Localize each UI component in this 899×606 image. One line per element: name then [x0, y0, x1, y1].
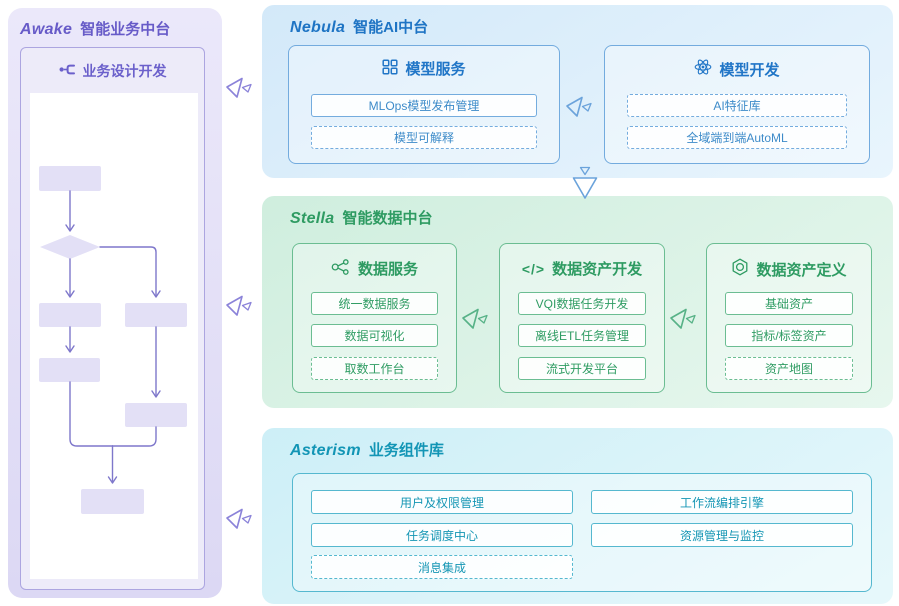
- model-development-title: 模型开发: [719, 61, 780, 79]
- data-asset-def-title: 数据资产定义: [756, 261, 847, 279]
- share-nodes-icon: [331, 258, 351, 279]
- arrow-assetdef-to-assetdev-icon: [670, 308, 696, 329]
- data-asset-dev-title: 数据资产开发: [552, 261, 643, 278]
- arrow-nebula-to-stella-icon: [572, 166, 598, 199]
- flow-right-step-1: [125, 303, 187, 327]
- chip-stream-dev-platform[interactable]: 流式开发平台: [518, 357, 646, 380]
- model-service-title: 模型服务: [405, 61, 466, 78]
- chip-unified-data-service[interactable]: 统一数据服务: [311, 292, 438, 315]
- awake-panel-title: Awake 智能业务中台: [20, 18, 170, 39]
- workflow-icon: [59, 62, 76, 80]
- card-data-asset-development: </> 数据资产开发 VQI数据任务开发 离线ETL任务管理 流式开发平台: [499, 243, 665, 393]
- chip-basic-assets[interactable]: 基础资产: [725, 292, 853, 315]
- chip-resource-mgmt-monitoring[interactable]: 资源管理与监控: [591, 523, 853, 547]
- chip-offline-etl-task-mgmt[interactable]: 离线ETL任务管理: [518, 324, 646, 347]
- arrow-nebula-to-awake-icon: [226, 77, 252, 98]
- model-development-header: 模型开发: [605, 58, 869, 80]
- business-design-header: 业务设计开发: [21, 48, 204, 93]
- flow-left-step-2: [39, 358, 100, 382]
- asterism-title-text: 业务组件库: [368, 442, 444, 459]
- flow-left-step-1: [39, 303, 101, 327]
- chip-data-fetch-workbench[interactable]: 取数工作台: [311, 357, 438, 380]
- flow-right-step-2: [125, 403, 187, 427]
- stella-panel-title: Stella 智能数据中台: [290, 207, 433, 228]
- panel-nebula: Nebula 智能AI中台 模型服务 MLOps模型发布管: [262, 5, 893, 178]
- nebula-title-text: 智能AI中台: [353, 19, 429, 36]
- chip-message-integration[interactable]: 消息集成: [311, 555, 573, 579]
- chip-mlops-model-release[interactable]: MLOps模型发布管理: [311, 94, 537, 117]
- chip-data-visualization[interactable]: 数据可视化: [311, 324, 438, 347]
- flowchart-svg: [39, 166, 187, 514]
- stella-title-text: 智能数据中台: [342, 210, 433, 227]
- chip-e2e-automl[interactable]: 全域端到端AutoML: [627, 126, 847, 149]
- hexagon-target-icon: [731, 258, 749, 280]
- flow-start-step: [39, 166, 101, 191]
- arrow-assetdev-to-dataservice-icon: [462, 308, 488, 329]
- code-icon: </>: [521, 260, 546, 277]
- business-design-box: 业务设计开发: [20, 47, 205, 590]
- stella-brand: Stella: [290, 210, 335, 227]
- card-model-development: 模型开发 AI特征库 全域端到端AutoML: [604, 45, 870, 164]
- card-data-asset-definition: 数据资产定义 基础资产 指标/标签资产 资产地图: [706, 243, 872, 393]
- chip-workflow-orchestration-engine[interactable]: 工作流编排引擎: [591, 490, 853, 514]
- data-asset-dev-header: </> 数据资产开发: [500, 258, 664, 279]
- awake-brand: Awake: [20, 21, 73, 38]
- flow-decision: [40, 235, 100, 259]
- data-service-title: 数据服务: [357, 261, 418, 278]
- asterism-brand: Asterism: [290, 442, 361, 459]
- data-asset-def-header: 数据资产定义: [707, 258, 871, 280]
- chip-asset-map[interactable]: 资产地图: [725, 357, 853, 380]
- awake-title-text: 智能业务中台: [80, 21, 171, 38]
- chip-user-permission-mgmt[interactable]: 用户及权限管理: [311, 490, 573, 514]
- arrow-modeldev-to-modelservice-icon: [566, 96, 592, 117]
- data-service-header: 数据服务: [293, 258, 456, 279]
- arrow-asterism-to-awake-icon: [226, 508, 252, 529]
- panel-asterism: Asterism 业务组件库 用户及权限管理 任务调度中心 消息集成 工作流编排…: [262, 428, 893, 604]
- card-data-service: 数据服务 统一数据服务 数据可视化 取数工作台: [292, 243, 457, 393]
- nebula-brand: Nebula: [290, 19, 346, 36]
- arrow-stella-to-awake-icon: [226, 295, 252, 316]
- chip-metric-tag-assets[interactable]: 指标/标签资产: [725, 324, 853, 347]
- card-business-components: 用户及权限管理 任务调度中心 消息集成 工作流编排引擎 资源管理与监控: [292, 473, 872, 592]
- panel-stella: Stella 智能数据中台 数据服务: [262, 196, 893, 408]
- flowchart-canvas: [30, 93, 198, 579]
- card-model-service: 模型服务 MLOps模型发布管理 模型可解释: [288, 45, 560, 164]
- chip-model-explainability[interactable]: 模型可解释: [311, 126, 537, 149]
- chip-vqi-data-task-dev[interactable]: VQI数据任务开发: [518, 292, 646, 315]
- atom-icon: [694, 58, 712, 80]
- model-service-header: 模型服务: [289, 58, 559, 79]
- panel-awake: Awake 智能业务中台 业务设计开发: [8, 8, 222, 598]
- business-design-label: 业务设计开发: [82, 62, 167, 79]
- grid-icon: [382, 58, 399, 79]
- asterism-panel-title: Asterism 业务组件库: [290, 439, 444, 460]
- nebula-panel-title: Nebula 智能AI中台: [290, 16, 428, 37]
- chip-task-scheduling-center[interactable]: 任务调度中心: [311, 523, 573, 547]
- chip-ai-feature-store[interactable]: AI特征库: [627, 94, 847, 117]
- flow-end-step: [81, 489, 144, 514]
